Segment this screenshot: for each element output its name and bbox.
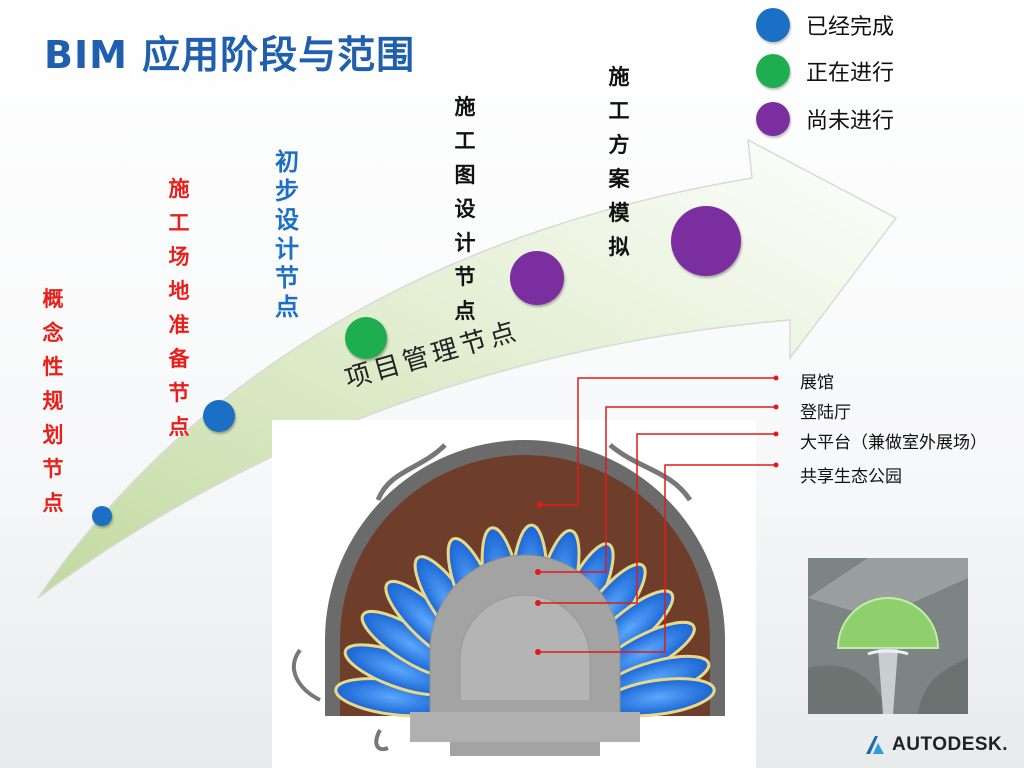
stage-label-preliminary: 初步设计节点: [275, 148, 299, 321]
callout-eco-park: 共享生态公园: [800, 467, 902, 487]
aerial-site-thumbnail: [808, 558, 968, 714]
legend-label: 已经完成: [806, 15, 895, 40]
callout-exhibition-hall: 展馆: [800, 373, 834, 393]
legend-item-not-started: 尚未进行: [756, 102, 894, 136]
autodesk-logo-text: AUTODESK.: [892, 734, 1009, 755]
legend-label: 正在进行: [806, 61, 895, 86]
stage-label-construction-drawing: 施工图设计节点: [454, 95, 476, 323]
stage-label-construction-simulation: 施工方案模拟: [608, 65, 630, 259]
page-title: BIM 应用阶段与范围: [44, 33, 416, 77]
legend-dot-icon: [756, 54, 790, 88]
legend-item-done: 已经完成: [756, 8, 894, 42]
stage-dot-1: [203, 400, 235, 432]
floor-plan: [272, 420, 756, 768]
callout-landing-hall: 登陆厅: [800, 403, 851, 423]
autodesk-logo: AUTODESK.: [864, 734, 1008, 756]
stage-dot-0: [92, 506, 112, 526]
callout-lines: [538, 377, 776, 653]
stage-label-concept: 概念性规划节点: [42, 287, 64, 515]
stage-dot-3: [510, 251, 564, 305]
stage-dot-4: [671, 206, 741, 276]
legend-dot-icon: [756, 102, 790, 136]
stage-label-site-prep: 施工场地准备节点: [168, 177, 190, 439]
callout-platform: 大平台（兼做室外展场）: [800, 433, 987, 453]
stage-dot-2: [345, 317, 387, 359]
legend-dot-icon: [756, 8, 790, 42]
autodesk-logo-icon: [866, 736, 884, 754]
legend-label: 尚未进行: [806, 109, 895, 134]
legend-item-in-progress: 正在进行: [756, 54, 894, 88]
